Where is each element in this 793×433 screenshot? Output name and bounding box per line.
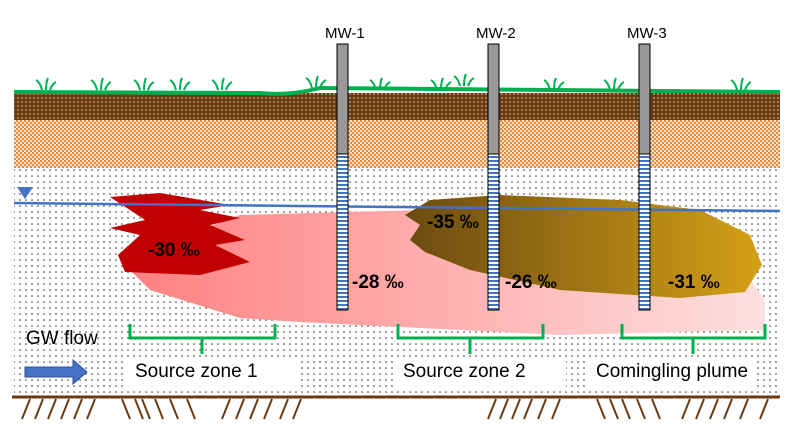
mw2-label: MW-2 <box>476 25 516 42</box>
grass-tufts <box>35 73 752 91</box>
zone-label-comingling: Comingling plume <box>588 357 757 387</box>
mw1-label: MW-1 <box>325 25 365 42</box>
mw2-casing <box>487 43 500 155</box>
topsoil-layer <box>14 93 780 120</box>
source-zone-1-plume <box>110 193 250 275</box>
mw2-isotope: -26 ‰ <box>505 272 557 293</box>
bedrock-hatch <box>21 398 769 420</box>
grass-line <box>13 85 781 96</box>
mw3-label: MW-3 <box>627 25 667 42</box>
source2-isotope: -35 ‰ <box>427 212 479 233</box>
zone-brackets <box>128 324 767 354</box>
gw-flow-arrow-icon <box>24 358 88 386</box>
water-table-icon <box>17 187 33 199</box>
mw2-screen <box>487 153 500 311</box>
mw3-isotope: -31 ‰ <box>668 272 720 293</box>
mw3-screen <box>638 153 651 311</box>
monitoring-wells <box>336 43 651 311</box>
mw1-casing <box>336 43 349 155</box>
zone-label-source-1: Source zone 1 <box>127 357 298 387</box>
mw1-screen <box>336 153 349 311</box>
mw1-isotope: -28 ‰ <box>352 272 404 293</box>
sand-layer <box>14 120 780 168</box>
zone-label-source-2: Source zone 2 <box>395 357 566 387</box>
water-table <box>13 201 781 213</box>
mw3-casing <box>638 43 651 155</box>
gw-flow-label: GW flow <box>26 328 98 349</box>
source1-isotope: -30 ‰ <box>148 240 200 261</box>
